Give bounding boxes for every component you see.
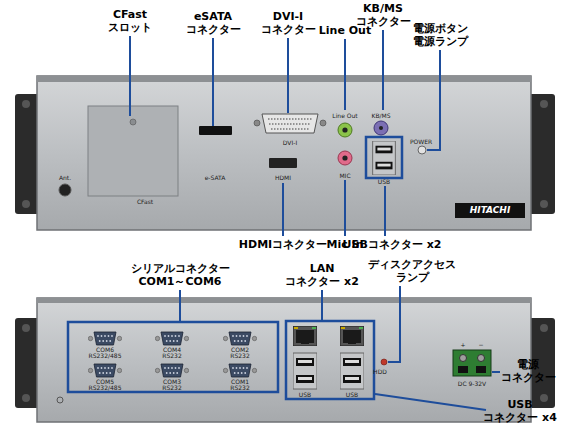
panel-marking: DC 9-32V — [458, 380, 486, 387]
db9-connector — [88, 332, 121, 345]
logo-badge — [455, 203, 525, 218]
panel-marking: RS232/485 — [89, 384, 122, 391]
mic-jack — [338, 151, 352, 165]
callout-label: 電源ボタン 電源ランプ — [408, 22, 472, 48]
panel-marking: COM5 — [96, 378, 114, 385]
screw — [22, 394, 30, 402]
callout-label: CFast スロット — [105, 8, 155, 34]
screw — [254, 120, 260, 126]
screw — [320, 120, 326, 126]
brand-logo: HITACHI — [470, 205, 511, 216]
panel-marking: USB — [299, 391, 311, 398]
dvi-pins — [268, 119, 312, 129]
screw — [22, 100, 30, 108]
db9-connector — [155, 364, 188, 377]
back-top-edge — [37, 298, 531, 303]
power-terminal — [453, 350, 491, 376]
terminal-screw — [478, 355, 485, 362]
screw — [540, 200, 548, 208]
terminal-hole — [458, 366, 468, 373]
panel-marking: COM6 — [96, 346, 114, 353]
panel-marking: USB — [378, 178, 390, 185]
callout-label: ディスクアクセス ランプ — [363, 258, 461, 284]
panel-marking: KB/MS — [371, 112, 390, 119]
esata-port — [199, 126, 232, 135]
panel-marking: + — [460, 341, 465, 348]
highlight-frames — [68, 137, 402, 399]
panel-marking: RS232 — [230, 384, 249, 391]
panel-marking: USB — [346, 391, 358, 398]
callout-label: シリアルコネクター COM1～COM6 — [123, 262, 237, 288]
cfast-cover — [88, 106, 178, 196]
callout-label: USBコネクター x2 — [343, 238, 442, 251]
panel-marking: COM1 — [231, 378, 249, 385]
terminal-screw — [460, 355, 467, 362]
usb-pair — [340, 353, 364, 389]
panel-marking: − — [478, 341, 483, 348]
panel-marking: MIC — [339, 172, 350, 179]
panel-marking: COM3 — [163, 378, 181, 385]
lan-jack — [340, 326, 364, 346]
callout-label: LAN コネクター x2 — [283, 262, 361, 288]
hdd-lamp — [381, 359, 387, 365]
callout-label: KB/MS コネクター — [352, 2, 414, 28]
back-face — [37, 298, 531, 422]
db9-connector — [88, 364, 121, 377]
panel-marking: DVI-I — [283, 139, 297, 146]
panel-marking: CFast — [137, 198, 153, 205]
panel-marking: RS232 — [230, 352, 249, 359]
ps2-port — [374, 121, 388, 135]
leader-lines — [130, 30, 500, 410]
panel-marking: RS232 — [162, 384, 181, 391]
dvi-port — [262, 114, 318, 133]
callout-label: HDMIコネクター — [239, 238, 327, 251]
usb-pair — [293, 353, 317, 389]
panel-marking: Ant. — [59, 174, 71, 181]
panel-marking: POWER — [410, 138, 432, 145]
front-top-edge — [37, 76, 531, 82]
screw — [22, 200, 30, 208]
usb-pair — [373, 141, 396, 175]
terminal-hole — [476, 366, 486, 373]
panel-marking: COM2 — [231, 346, 249, 353]
db9-connector — [223, 332, 256, 345]
panel-marking: e-SATA — [205, 174, 226, 181]
db9-connector — [155, 332, 188, 345]
line-out-jack — [338, 123, 352, 137]
ground-mark — [57, 397, 63, 403]
panel-marking: HDMI — [275, 174, 291, 181]
lan-jack — [293, 326, 317, 346]
callout-label: DVI-I コネクター — [257, 10, 319, 36]
panel-marking: COM4 — [163, 346, 181, 353]
panel-marking: HDD — [373, 368, 387, 375]
jack-hole — [342, 155, 347, 160]
panel-marking: RS232/485 — [89, 352, 122, 359]
callout-label: eSATA コネクター — [182, 10, 244, 36]
db9-connector — [223, 364, 256, 377]
power-button — [418, 146, 426, 154]
panel-marking: Line Out — [332, 112, 357, 119]
callout-label: 電源 コネクター — [499, 358, 557, 384]
screw — [130, 119, 136, 125]
antenna-port — [59, 184, 71, 196]
screw — [540, 394, 548, 402]
hdmi-port — [269, 158, 297, 168]
screw — [22, 324, 30, 332]
screw — [540, 100, 548, 108]
screw — [540, 324, 548, 332]
ps2-hole — [379, 126, 383, 130]
panel-marking: RS232 — [162, 352, 181, 359]
jack-hole — [342, 127, 347, 132]
callout-label: USB コネクター x4 — [481, 398, 559, 424]
